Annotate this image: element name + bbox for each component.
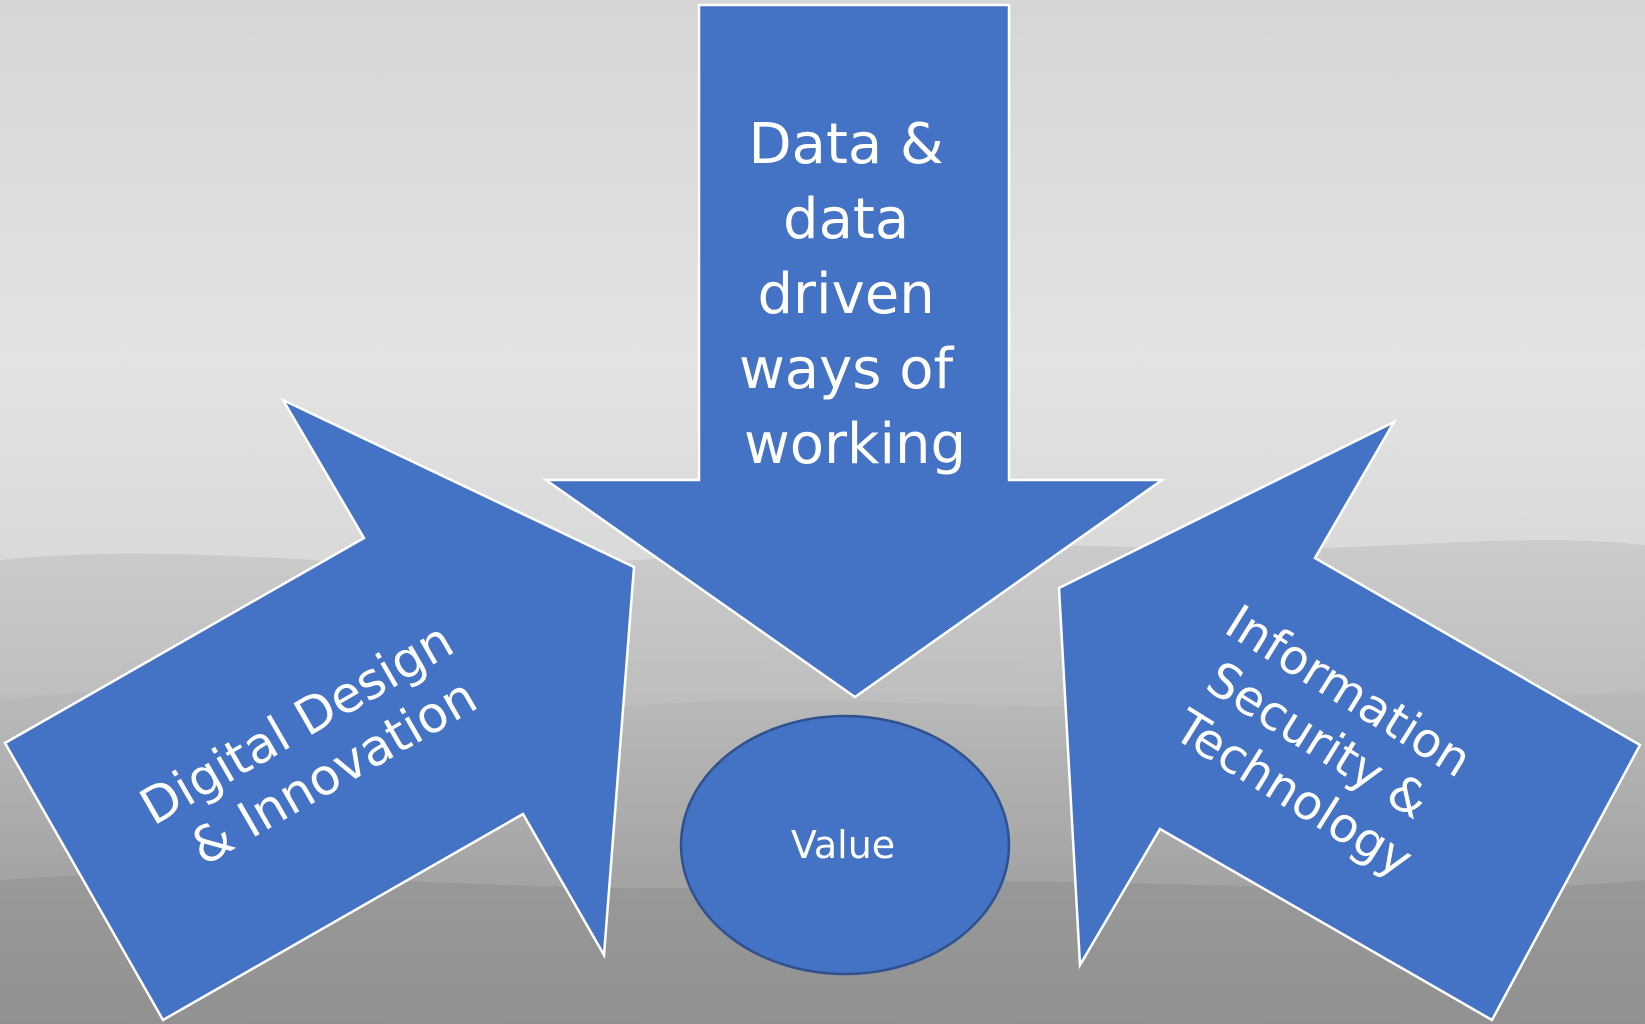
top-arrow: Data & data driven ways of working [542, 3, 1166, 699]
value-node: Value [679, 714, 1011, 976]
right-arrow-shape [1057, 419, 1642, 1022]
left-arrow: Digital Design & Innovation [3, 397, 636, 1022]
value-label: Value [791, 823, 895, 867]
top-arrow-label-line: driven [757, 262, 934, 327]
top-arrow-label-line: working [744, 412, 966, 477]
top-arrow-label-line: data [783, 187, 909, 252]
value-ellipse [679, 714, 1011, 976]
top-arrow-label-line: ways of [739, 337, 954, 402]
top-arrow-shape [542, 3, 1166, 699]
top-arrow-label: Data & data driven ways of working [739, 112, 971, 477]
left-arrow-shape [3, 397, 636, 1022]
top-arrow-label-line: Data & [749, 112, 944, 177]
